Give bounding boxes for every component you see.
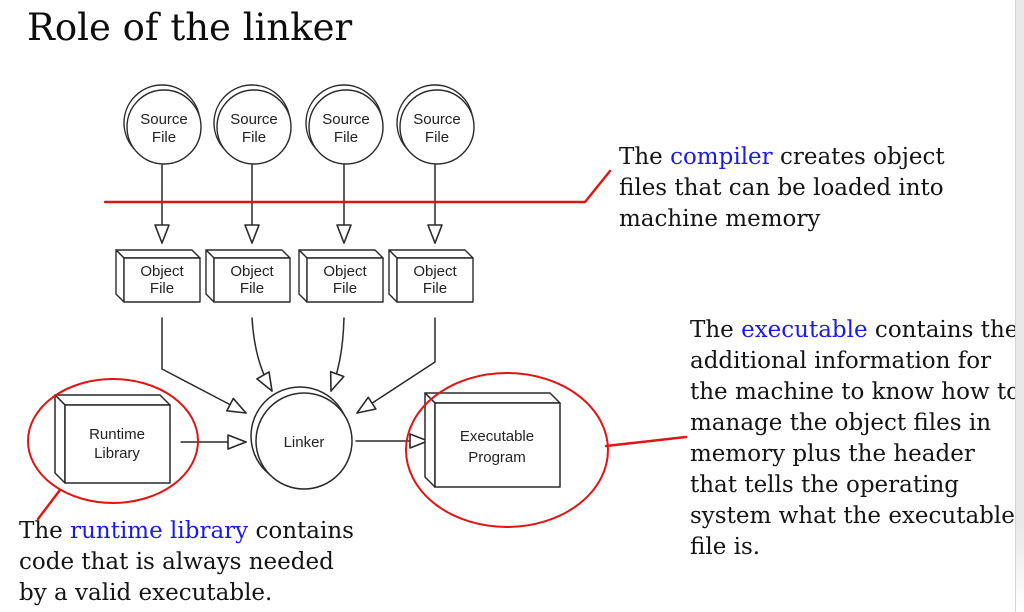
page-title: Role of the linker <box>27 6 353 49</box>
source-file-label: File <box>425 129 449 146</box>
text-line: the machine to know how to <box>690 379 1021 405</box>
text-line: files that can be loaded into <box>619 175 944 201</box>
source-file-label: File <box>152 129 176 146</box>
runtime-library-node: Runtime Library <box>54 394 171 484</box>
source-file-label: Source <box>413 111 461 128</box>
text-line: The runtime library contains <box>19 516 354 547</box>
source-file-node: Source File <box>213 84 292 165</box>
object-file-label: File <box>150 280 174 297</box>
executable-program-label: Executable <box>460 428 534 445</box>
source-file-node: Source File <box>123 84 202 165</box>
object-file-label: File <box>240 280 264 297</box>
object-file-label: Object <box>413 263 457 280</box>
text-line: additional information for <box>690 348 992 374</box>
runtime-library-label: Library <box>94 445 140 462</box>
annotation-runtime: The runtime library contains code that i… <box>19 516 354 609</box>
text-line: The executable contains the <box>690 315 1020 346</box>
object-file-node: Object File <box>388 249 474 303</box>
source-file-label: File <box>242 129 266 146</box>
red-callout-line-executable <box>604 435 688 448</box>
annotation-text: The <box>19 518 71 544</box>
object-file-label: Object <box>230 263 274 280</box>
text-line: by a valid executable. <box>19 580 273 606</box>
source-file-node: Source File <box>305 84 384 165</box>
object-file-node: Object File <box>115 249 201 303</box>
annotation-text: creates object <box>772 144 945 170</box>
source-file-label: Source <box>230 111 278 128</box>
text-line: manage the object files in <box>690 410 992 436</box>
text-line: The compiler creates object <box>619 142 945 173</box>
annotation-text: contains the <box>867 317 1019 343</box>
object-file-label: File <box>333 280 357 297</box>
text-line: machine memory <box>619 206 821 232</box>
executable-program-node: Executable Program <box>424 392 561 488</box>
object-file-node: Object File <box>298 249 384 303</box>
linker-node: Linker <box>250 386 353 490</box>
object-file-label: Object <box>140 263 184 280</box>
annotation-text: contains <box>248 518 354 544</box>
source-file-label: Source <box>322 111 370 128</box>
text-line: memory plus the header <box>690 441 975 467</box>
text-line: code that is always needed <box>19 549 334 575</box>
red-ellipse-runtime <box>27 378 199 504</box>
red-ellipse-executable <box>405 372 609 528</box>
red-callout-line-runtime <box>36 488 62 521</box>
annotation-compiler: The compiler creates object files that c… <box>619 142 945 235</box>
linker-label: Linker <box>284 434 325 451</box>
term-executable: executable <box>741 317 868 343</box>
runtime-library-label: Runtime <box>89 426 145 443</box>
object-file-node: Object File <box>205 249 291 303</box>
source-file-node: Source File <box>396 84 475 165</box>
term-runtime-library: runtime library <box>70 518 249 544</box>
arrow-object-to-linker <box>161 317 436 414</box>
text-line: system what the executable <box>690 503 1015 529</box>
term-compiler: compiler <box>670 144 773 170</box>
text-line: that tells the operating <box>690 472 960 498</box>
text-line: file is. <box>690 534 761 560</box>
annotation-executable: The executable contains the additional i… <box>690 315 1020 563</box>
executable-program-label: Program <box>468 449 526 466</box>
object-file-label: File <box>423 280 447 297</box>
arrow-source-to-object <box>154 164 443 244</box>
source-file-label: File <box>334 129 358 146</box>
scrollbar-track[interactable] <box>1015 0 1024 612</box>
annotation-text: The <box>619 144 671 170</box>
annotation-text: The <box>690 317 742 343</box>
object-file-label: Object <box>323 263 367 280</box>
red-callout-line-compiler <box>103 169 612 204</box>
source-file-label: Source <box>140 111 188 128</box>
